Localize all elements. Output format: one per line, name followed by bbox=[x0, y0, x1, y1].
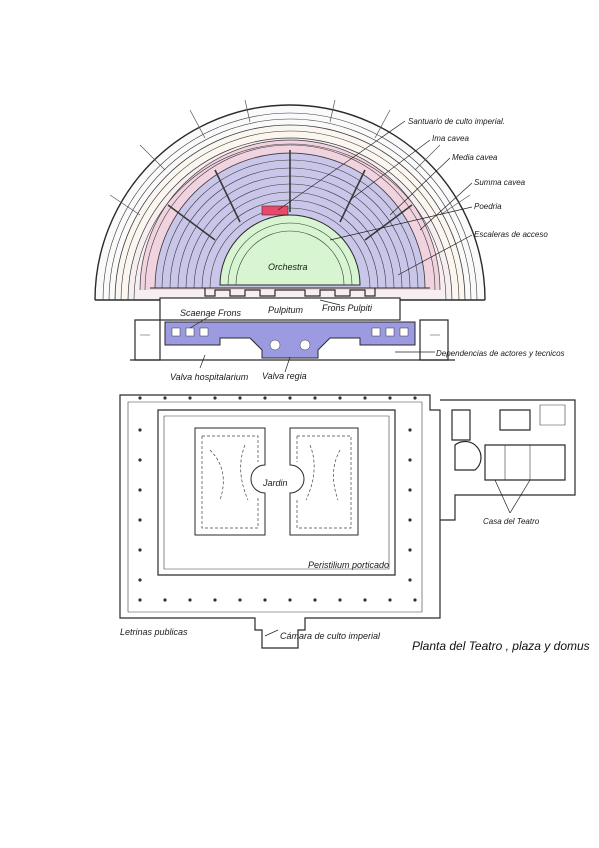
label-poedria: Poedria bbox=[474, 202, 502, 211]
label-camara: Cámara de culto imperial bbox=[280, 631, 381, 641]
label-pulpitum: Pulpitum bbox=[268, 305, 304, 315]
labels: Santuario de culto imperial. Ima cavea M… bbox=[120, 117, 590, 653]
orchestra-area bbox=[219, 214, 361, 286]
stage bbox=[130, 288, 455, 361]
label-media-cavea: Media cavea bbox=[452, 153, 498, 162]
pulpitum-area bbox=[159, 297, 401, 321]
santuario-block bbox=[261, 205, 289, 216]
label-valva-regia: Valva regia bbox=[262, 371, 307, 381]
cavea bbox=[94, 99, 486, 301]
label-orchestra: Orchestra bbox=[268, 262, 308, 272]
plan-title: Planta del Teatro , plaza y domus bbox=[412, 639, 590, 653]
scaenae-frons-area bbox=[164, 321, 416, 359]
label-summa-cavea: Summa cavea bbox=[474, 178, 526, 187]
plaza bbox=[119, 394, 441, 649]
label-escaleras: Escaleras de acceso bbox=[474, 230, 548, 239]
label-casa-teatro: Casa del Teatro bbox=[483, 517, 540, 526]
leader-lines bbox=[189, 120, 531, 637]
garden-right bbox=[289, 427, 359, 536]
label-peristilium: Peristilium porticado bbox=[308, 560, 389, 570]
garden-left bbox=[194, 427, 266, 536]
label-frons-pulpiti: Frons Pulpiti bbox=[322, 303, 373, 313]
label-santuario: Santuario de culto imperial. bbox=[408, 117, 505, 126]
label-jardin: Jardin bbox=[262, 478, 288, 488]
label-ima-cavea: Ima cavea bbox=[432, 134, 469, 143]
label-valva-hospitalarium: Valva hospitalarium bbox=[170, 372, 249, 382]
label-letrinas: Letrinas publicas bbox=[120, 627, 188, 637]
casa-del-teatro bbox=[440, 399, 576, 521]
label-scaenae-frons: Scaenae Frons bbox=[180, 308, 242, 318]
label-dependencias: Dependencias de actores y tecnicos bbox=[436, 349, 565, 358]
